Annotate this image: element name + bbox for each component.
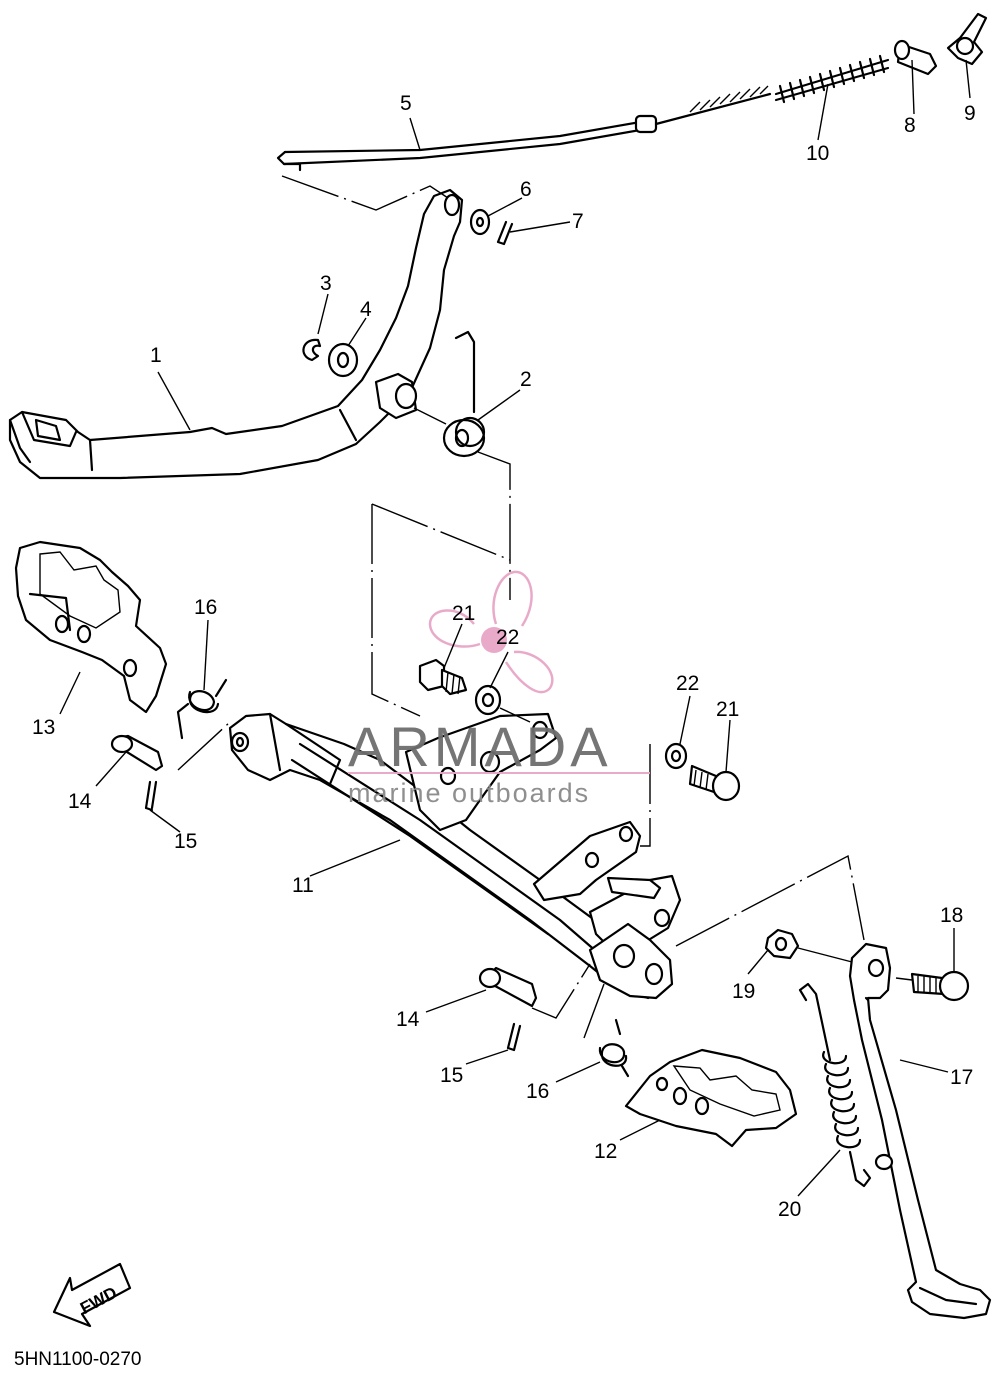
sidestand-bolt xyxy=(910,970,970,1002)
propeller-logo-icon xyxy=(428,570,554,694)
cotter-pin-left xyxy=(144,780,158,812)
callout-14-left: 14 xyxy=(68,790,92,813)
brake-pedal xyxy=(8,188,464,480)
callout-7: 7 xyxy=(572,210,584,233)
circlip xyxy=(302,338,322,362)
wing-nut xyxy=(946,12,988,66)
callout-labels: 1 2 3 4 5 6 7 8 9 10 11 12 13 14 14 15 1… xyxy=(32,92,976,1221)
watermark-title: ARMADA xyxy=(348,715,612,778)
joint xyxy=(893,39,938,76)
fwd-arrow-icon: FWD xyxy=(52,1262,132,1328)
washer-center xyxy=(474,684,502,716)
assembly-lines xyxy=(177,175,913,1039)
callout-3: 3 xyxy=(320,272,332,295)
watermark-subtitle: marine outboards xyxy=(348,778,590,808)
callout-13: 13 xyxy=(32,716,55,739)
callout-6: 6 xyxy=(520,178,532,201)
pedal-return-spring xyxy=(442,330,486,458)
bolt-center xyxy=(418,658,468,696)
washer-large xyxy=(327,342,359,378)
callout-15-right: 15 xyxy=(440,1064,463,1087)
left-footrest xyxy=(14,540,168,714)
callout-22-right: 22 xyxy=(676,672,699,695)
callout-11: 11 xyxy=(292,874,314,897)
bolt-right xyxy=(688,764,741,802)
right-footrest xyxy=(624,1048,798,1148)
callout-17: 17 xyxy=(950,1066,973,1089)
callout-16-left: 16 xyxy=(194,596,217,619)
callout-4: 4 xyxy=(360,298,372,321)
cotter-pin xyxy=(496,220,514,246)
callout-10: 10 xyxy=(806,142,829,165)
callout-9: 9 xyxy=(964,102,976,125)
callout-8: 8 xyxy=(904,114,916,137)
cotter-pin-right xyxy=(506,1022,522,1052)
callout-5: 5 xyxy=(400,92,412,115)
diagram-code: 5HN1100-0270 xyxy=(14,1349,141,1370)
sidestand-spring xyxy=(798,982,872,1188)
callout-1: 1 xyxy=(150,344,162,367)
brake-rod xyxy=(276,85,772,172)
footrest-spring-left xyxy=(176,678,228,740)
callout-20: 20 xyxy=(778,1198,801,1221)
callout-2: 2 xyxy=(520,368,532,391)
footrest-spring-right xyxy=(598,1018,630,1078)
callout-22-center: 22 xyxy=(496,626,519,649)
brake-rod-spring xyxy=(774,54,890,104)
callout-16-right: 16 xyxy=(526,1080,549,1103)
sidestand xyxy=(848,942,992,1320)
callout-12: 12 xyxy=(594,1140,617,1163)
washer-right xyxy=(664,742,688,770)
leader-lines xyxy=(59,59,971,1197)
watermark: ARMADA marine outboards xyxy=(348,570,650,808)
callout-21-right: 21 xyxy=(716,698,739,721)
washer-small xyxy=(469,208,491,236)
nut xyxy=(764,928,800,960)
callout-14-right: 14 xyxy=(396,1008,420,1031)
callout-18: 18 xyxy=(940,904,963,927)
pin-left xyxy=(110,734,164,772)
propeller-hub-icon xyxy=(481,627,507,653)
callout-19: 19 xyxy=(732,980,755,1003)
callout-21-center: 21 xyxy=(452,602,475,625)
callout-15-left: 15 xyxy=(174,830,197,853)
pin-right xyxy=(478,966,538,1008)
